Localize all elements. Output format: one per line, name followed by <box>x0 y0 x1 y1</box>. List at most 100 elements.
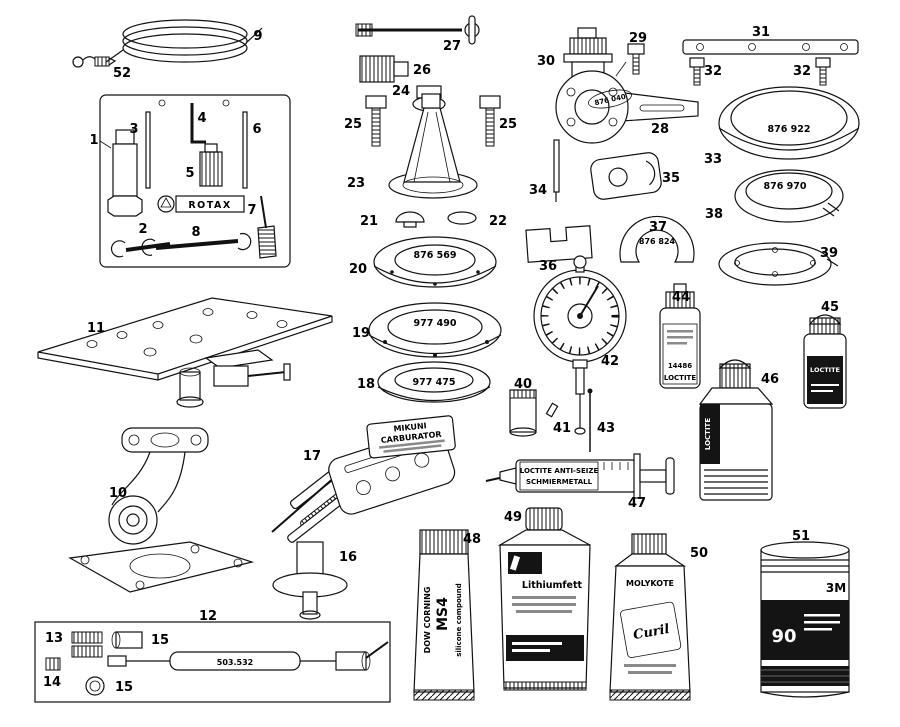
callout-1: 1 <box>89 133 98 148</box>
bottle-45-brand: LOCTITE <box>810 366 840 374</box>
callout-48: 48 <box>463 532 481 547</box>
callout-46: 46 <box>761 372 779 387</box>
callout-5: 5 <box>185 166 194 181</box>
part-28-holder-wrench <box>555 70 699 144</box>
callout-52: 52 <box>113 66 131 81</box>
part-17-mikuni-tools <box>271 415 456 543</box>
syringe-47-line1: LOCTITE ANTI-SEIZE <box>520 467 599 475</box>
part-21-plug <box>395 211 425 228</box>
callout-28: 28 <box>651 122 669 137</box>
part-32-bolt-left <box>689 57 705 86</box>
callout-15b: 15 <box>115 680 133 695</box>
callout-15a: 15 <box>151 633 169 648</box>
callout-34: 34 <box>529 183 547 198</box>
ring-20-number: 876 569 <box>414 250 457 261</box>
callout-18: 18 <box>357 377 375 392</box>
part-33-ring <box>718 86 860 160</box>
part-42-dial-gauge <box>533 255 627 435</box>
callout-14: 14 <box>43 675 61 690</box>
callout-26: 26 <box>413 63 431 78</box>
part-41-pin <box>545 402 559 418</box>
callout-19: 19 <box>352 326 370 341</box>
svg-text:MIKUNI: MIKUNI <box>393 421 427 433</box>
callout-8: 8 <box>191 225 200 240</box>
callout-labels: 1 2 3 4 5 6 7 8 9 10 11 12 13 14 15 15 1… <box>43 25 839 695</box>
tube-50-brand: MOLYKOTE <box>626 579 674 588</box>
part-29-bolt <box>615 43 645 77</box>
callout-44: 44 <box>672 290 690 305</box>
can-51-grade: 90 <box>771 626 796 647</box>
part-38-ring <box>734 169 844 223</box>
part-52-cable-clip <box>72 56 117 68</box>
callout-41: 41 <box>553 421 571 436</box>
callout-21: 21 <box>360 214 378 229</box>
tube-50-script: Curil <box>632 622 671 643</box>
callout-2: 2 <box>138 222 147 237</box>
callout-39: 39 <box>820 246 838 261</box>
part-37-half-ring <box>619 215 695 263</box>
callout-38: 38 <box>705 207 723 222</box>
callout-25b: 25 <box>499 117 517 132</box>
part-34-pin <box>553 139 560 202</box>
shim-37-number: 876 824 <box>639 237 676 246</box>
callout-32a: 32 <box>704 64 722 79</box>
callout-16: 16 <box>339 550 357 565</box>
callout-40: 40 <box>514 377 532 392</box>
callout-22: 22 <box>489 214 507 229</box>
part-50-molykote-tube <box>609 533 691 701</box>
callout-33: 33 <box>704 152 722 167</box>
tube-49-product: Lithiumfett <box>522 580 583 591</box>
callout-43: 43 <box>597 421 615 436</box>
part-43-needle <box>587 388 593 452</box>
ring-33-number: 876 922 <box>768 124 811 135</box>
rotax-logo-text: ROTAX <box>188 200 231 211</box>
part-16-puller <box>272 541 348 620</box>
callout-36: 36 <box>539 259 557 274</box>
toolbox-parts-1-8 <box>99 94 291 268</box>
callout-9: 9 <box>253 29 262 44</box>
callout-4: 4 <box>197 111 206 126</box>
callout-11: 11 <box>87 321 105 336</box>
callout-23: 23 <box>347 176 365 191</box>
callout-31: 31 <box>752 25 770 40</box>
callout-32b: 32 <box>793 64 811 79</box>
callout-47: 47 <box>628 496 646 511</box>
part-10-carb-flange <box>68 427 255 593</box>
bottle-44-brand: LOCTITE <box>664 374 696 382</box>
callout-49: 49 <box>504 510 522 525</box>
part-25-bolt-right <box>479 95 501 147</box>
callout-37: 37 <box>649 220 667 235</box>
part-20-ring <box>373 236 497 288</box>
callout-7: 7 <box>247 203 256 218</box>
callout-3: 3 <box>129 122 138 137</box>
part-9-cable-coil <box>105 19 263 63</box>
part-23-cone <box>388 93 478 199</box>
part-22-disc <box>447 211 477 225</box>
callout-17: 17 <box>303 449 321 464</box>
part-11-mounting-plate <box>37 297 333 408</box>
callout-29: 29 <box>629 31 647 46</box>
part-46-loctite-bottle <box>698 359 774 501</box>
kit-box-12 <box>34 621 391 703</box>
bottle-44-code: 14486 <box>668 362 692 370</box>
callout-30: 30 <box>537 54 555 69</box>
part-30-cap-tool <box>563 27 613 92</box>
callout-12: 12 <box>199 609 217 624</box>
callout-51: 51 <box>792 529 810 544</box>
ring-38-number: 876 970 <box>764 181 807 192</box>
callout-27: 27 <box>443 39 461 54</box>
tube-48-brand: DOW CORNING <box>423 587 432 654</box>
part-49-lithium-grease-tube <box>497 507 591 691</box>
part-18-ring <box>377 361 491 403</box>
callout-25a: 25 <box>344 117 362 132</box>
callout-20: 20 <box>349 262 367 277</box>
part-36-fork-plate <box>525 225 593 263</box>
callout-45: 45 <box>821 300 839 315</box>
callout-50: 50 <box>690 546 708 561</box>
part-32-bolt-right <box>815 57 831 86</box>
callout-6: 6 <box>252 122 261 137</box>
part-19-ring <box>368 302 502 358</box>
part-31-bar <box>682 39 859 55</box>
part-45-loctite-bottle <box>803 314 847 409</box>
part-39-tab-ring <box>718 242 839 286</box>
